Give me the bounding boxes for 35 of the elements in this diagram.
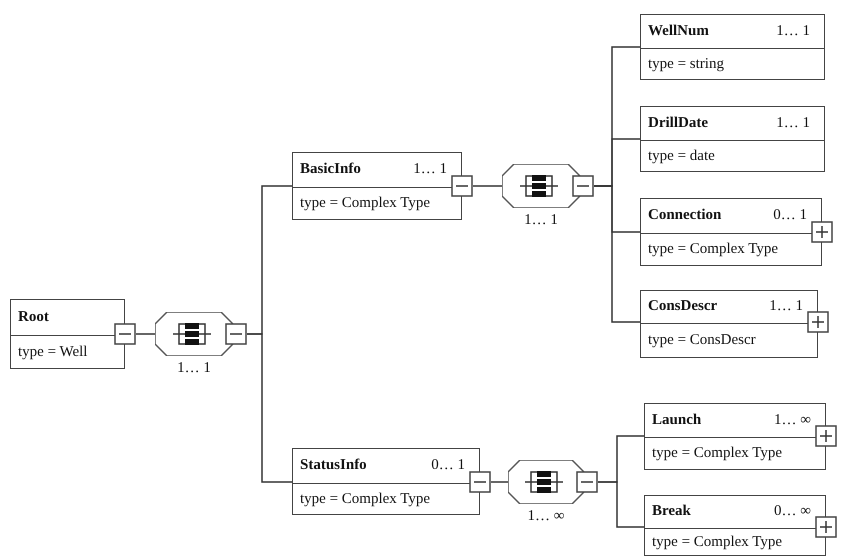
multiplicity-label: 1… ∞ [528,508,564,525]
multiplicity-label: 1… 1 [776,22,810,40]
type-label: type = Complex Type [652,445,782,462]
element-name: Break [652,503,691,520]
multiplicity-label: 1… 1 [524,212,558,229]
type-label: type = ConsDescr [648,332,756,349]
type-label: type = date [648,148,715,164]
element-name: WellNum [648,22,709,40]
multiplicity-label: 1… 1 [413,161,447,178]
connector-line [598,481,644,528]
type-label: type = Well [18,344,88,360]
multiplicity-label: 0… 1 [431,457,465,474]
type-label: type = Complex Type [300,490,430,508]
multiplicity-label: 0… ∞ [774,503,811,520]
connector-line [594,185,640,323]
connector-line [473,185,502,187]
multiplicity-label: 1… ∞ [774,412,811,428]
type-label: type = Complex Type [652,534,782,550]
connector-line [491,481,508,483]
type-label: type = string [648,56,724,72]
connector-line [247,333,292,483]
type-label: type = Complex Type [300,195,430,212]
element-name: DrillDate [648,114,708,132]
element-name: Root [18,308,49,326]
multiplicity-label: 1… 1 [177,360,211,377]
multiplicity-label: 0… 1 [773,207,807,224]
element-name: Connection [648,207,722,224]
connector-line [136,333,155,335]
element-name: Launch [652,412,702,428]
element-name: BasicInfo [300,161,361,178]
element-name: ConsDescr [648,298,718,315]
element-name: StatusInfo [300,457,367,474]
multiplicity-label: 1… 1 [769,298,803,315]
type-label: type = Complex Type [648,241,778,258]
multiplicity-label: 1… 1 [776,114,810,132]
